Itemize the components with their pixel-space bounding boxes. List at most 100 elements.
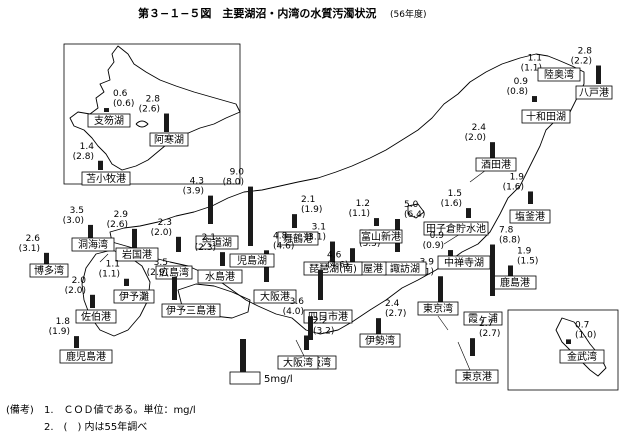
station-value: 4.3: [190, 177, 204, 187]
figure-title-note: (56年度): [390, 8, 426, 20]
station-name-box: [59, 349, 113, 364]
station-name-box: [509, 209, 551, 224]
station-name: 苫小牧港: [86, 172, 126, 185]
station-name: 四日市港: [308, 310, 348, 323]
station-cod-bar: [374, 218, 379, 226]
station-name-box: [161, 303, 221, 318]
station: 4.3(3.9)宍道湖: [183, 177, 239, 250]
station-name: 阿寒湖: [154, 133, 184, 146]
station-prev-value: (3.1): [19, 244, 40, 254]
station-value: 2.2: [313, 316, 327, 326]
station: 2.1(1.9)舞鶴港: [277, 195, 322, 246]
station-value: 3.6: [290, 297, 305, 307]
station-name-box: [113, 289, 155, 304]
station-name: 洞海湾: [78, 238, 108, 251]
station-name-box: [475, 157, 517, 172]
station-cod-bar: [164, 113, 169, 132]
station-prev-value: (0.9): [423, 241, 444, 251]
station-value: 2.4: [385, 299, 400, 309]
station-value: 1.1: [106, 260, 120, 270]
station-prev-value: (2.6): [139, 105, 160, 115]
station-name-box: [359, 229, 403, 244]
notes-label: (備考): [6, 403, 34, 416]
station-prev-value: (3.1): [305, 233, 326, 243]
station-cod-bar: [74, 336, 79, 348]
station-prev-value: (2.3): [195, 243, 216, 253]
station-cod-bar: [318, 269, 323, 300]
station-cod-bar: [176, 236, 181, 252]
station-value: 0.9: [514, 77, 529, 87]
station-name: 伊勢湾: [365, 334, 395, 347]
station-name-box: [195, 235, 239, 250]
station-cod-bar: [90, 294, 95, 308]
station-cod-bar: [124, 278, 129, 286]
station-leader-line: [469, 169, 487, 183]
station-cod-bar: [98, 160, 103, 170]
station-value: 2.1: [301, 195, 315, 205]
scale-label: 5mg/l: [264, 374, 293, 385]
station-leader-line: [437, 315, 449, 331]
station-name: 広島湾: [159, 266, 189, 279]
station-prev-value: (1.6): [503, 182, 524, 192]
station-cod-bar: [308, 316, 313, 340]
station-cod-bar: [490, 142, 495, 158]
note-1: 1. ＣＯＤ値である。単位：mg/l: [44, 403, 196, 416]
station-name-box: [359, 333, 401, 348]
station-name-box: [229, 253, 275, 268]
station-cod-bar: [596, 65, 601, 84]
station: 2.3(2.0)広島湾: [151, 218, 193, 280]
station-value: 2.9: [114, 210, 129, 220]
station-prev-value: (8.0): [223, 178, 244, 188]
station-value: 1.1: [528, 54, 542, 64]
station-prev-value: (2.6): [107, 220, 128, 230]
station-leader-line: [295, 339, 305, 357]
station-prev-value: (1.0): [575, 330, 596, 340]
station: 2.1(2.3)水島港: [195, 233, 243, 284]
hokkaido-lake-mark: [135, 120, 149, 128]
sado-coast: [407, 203, 425, 219]
honshu-coast: [109, 53, 585, 335]
hokkaido-coast: [69, 45, 241, 171]
station-value: 7.8: [499, 226, 514, 236]
station: 4.6(4.6)四日市港: [303, 251, 353, 324]
station-name-box: [575, 85, 613, 100]
station-name-box: [149, 132, 189, 147]
station-cod-bar: [566, 339, 571, 344]
station-name: 塩釜港: [515, 210, 545, 223]
station-prev-value: (1.1): [99, 270, 120, 280]
station-cod-bar: [88, 224, 93, 248]
station-cod-bar: [104, 108, 109, 112]
station: 2.4(2.0)酒田港: [465, 123, 517, 183]
note-2: 2. ( ) 内は55年調べ: [44, 420, 147, 433]
station: 1.4(2.8)苫小牧港: [73, 142, 131, 186]
station-cod-bar: [490, 244, 495, 296]
station-cod-bar: [132, 228, 137, 248]
station-name: 鹿島港: [500, 276, 530, 289]
station-name-box: [537, 67, 581, 82]
station-prev-value: (3.2): [313, 326, 334, 336]
station-name-box: [115, 247, 159, 262]
station-prev-value: (2.0): [151, 228, 172, 238]
station-prev-value: (2.9): [147, 268, 168, 278]
station-cod-bar: [208, 195, 213, 224]
station-value: 2.7: [479, 319, 493, 329]
station-leader-line: [457, 341, 471, 371]
station-prev-value: (2.8): [73, 152, 94, 162]
station: 2.4(2.7)伊勢湾: [359, 299, 406, 348]
hokkaido-inset-frame: [63, 43, 241, 185]
station: 2.2(3.2)大阪湾: [277, 316, 334, 370]
station-value: 1.9: [517, 246, 532, 256]
station: 0.9(0.9)中禅寺湖: [423, 231, 491, 270]
station-leader-line: [99, 253, 109, 263]
station-value: 3.5: [154, 258, 168, 268]
station: 2.8(2.2)八戸港: [571, 47, 613, 100]
okinawa-inset-frame: [507, 309, 619, 391]
station-cod-bar: [528, 191, 533, 204]
station: 9.0(8.0)児島湖: [223, 168, 275, 268]
station-name-box: [87, 113, 131, 128]
station-value: 4.6: [327, 251, 342, 261]
station-name: 宍道湖: [202, 236, 232, 249]
station-prev-value: (2.7): [479, 329, 500, 339]
station-name: 水島港: [205, 270, 235, 283]
station-name: 八戸港: [579, 87, 609, 99]
